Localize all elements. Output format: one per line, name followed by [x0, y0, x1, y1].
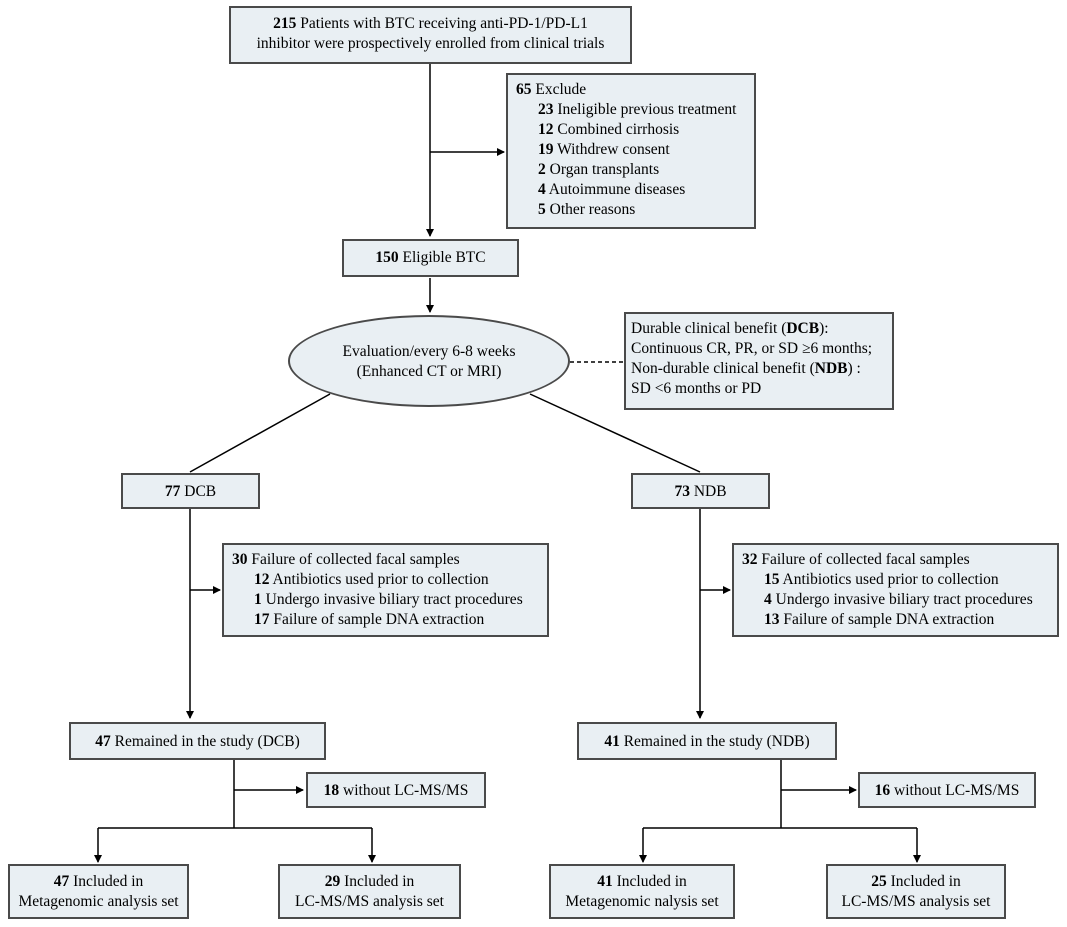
ndb-remained-box: 41 Remained in the study (NDB) [577, 722, 837, 760]
exclude-item: 12 Combined cirrhosis [538, 121, 680, 138]
evaluation-line1: Evaluation/every 6-8 weeks [342, 343, 516, 360]
exclude-item: 4 Autoimmune diseases [538, 181, 686, 198]
evaluation-line2: (Enhanced CT or MRI) [356, 363, 502, 380]
exclude-item: 23 Ineligible previous treatment [538, 101, 737, 118]
ndb-without-box: 16 without LC-MS/MS [858, 772, 1036, 808]
dcb-metagenomic-box: 47 Included in Metagenomic analysis set [8, 864, 189, 919]
eligible-label: Eligible BTC [402, 249, 486, 266]
ndb-failure-item: 13 Failure of sample DNA extraction [764, 611, 995, 628]
ndb-metagenomic-box: 41 Included in Metagenomic nalysis set [549, 864, 735, 919]
ndb-box: 73 NDB [631, 473, 770, 509]
dcb-without-box: 18 without LC-MS/MS [306, 772, 486, 808]
split-line-ndb [529, 393, 701, 473]
exclude-item: 2 Organ transplants [538, 161, 660, 178]
dcb-failure-item: 12 Antibiotics used prior to collection [254, 571, 489, 588]
ndb-abbr: NDB [814, 360, 848, 377]
dcb-failure-item: 1 Undergo invasive biliary tract procedu… [254, 591, 523, 608]
eligible-box: 150 Eligible BTC [342, 239, 519, 277]
enrolled-line1: Patients with BTC receiving anti-PD-1/PD… [300, 15, 588, 32]
exclude-count: 65 [516, 81, 532, 98]
evaluation-ellipse: Evaluation/every 6-8 weeks (Enhanced CT … [288, 315, 570, 407]
definition-box: Durable clinical benefit (DCB): Continuo… [624, 312, 894, 410]
dcb-criteria: Continuous CR, PR, or SD ≥6 months; [631, 340, 873, 357]
dcb-failure-item: 17 Failure of sample DNA extraction [254, 611, 485, 628]
ndb-lcms-box: 25 Included in LC-MS/MS analysis set [826, 864, 1006, 919]
ndb-failure-item: 15 Antibiotics used prior to collection [764, 571, 999, 588]
ndb-criteria: SD <6 months or PD [631, 380, 762, 397]
enrolled-count: 215 [273, 15, 297, 32]
dcb-lcms-box: 29 Included in LC-MS/MS analysis set [278, 864, 461, 919]
split-line-dcb [189, 393, 331, 473]
enrolled-line2: inhibitor were prospectively enrolled fr… [256, 35, 605, 52]
eligible-count: 150 [375, 249, 399, 266]
ndb-failure-item: 4 Undergo invasive biliary tract procedu… [764, 591, 1033, 608]
dcb-remained-box: 47 Remained in the study (DCB) [69, 722, 326, 760]
exclude-label: Exclude [535, 81, 587, 98]
dcb-abbr: DCB [786, 320, 820, 337]
enrolled-box: 215 Patients with BTC receiving anti-PD-… [229, 6, 632, 64]
dcb-failure-box: 30 Failure of collected facal samples 12… [222, 543, 549, 637]
ndb-failure-box: 32 Failure of collected facal samples 15… [732, 543, 1059, 637]
exclude-item: 5 Other reasons [538, 201, 636, 218]
dcb-box: 77 DCB [121, 473, 260, 509]
exclude-item: 19 Withdrew consent [538, 141, 670, 158]
exclude-box: 65 Exclude 23 Ineligible previous treatm… [506, 73, 756, 229]
